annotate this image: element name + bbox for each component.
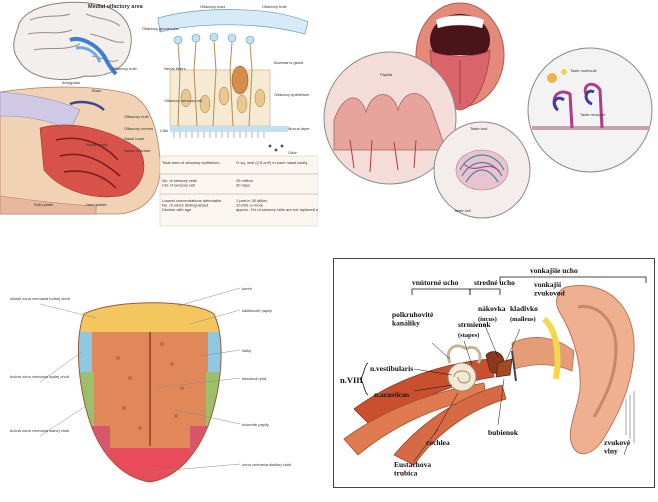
label-mucus-layer: Mucus layer: [288, 126, 310, 131]
label-eardrum: bubienok: [488, 428, 519, 437]
tongue-figure: [78, 302, 222, 482]
label-olfactory-bulb-mid: Olfactory bulb: [124, 114, 149, 119]
label-taste-molecule: Taste molecule: [570, 68, 597, 73]
label-hard-palate: Hard palate: [86, 202, 107, 207]
label-stapes-latin: (stapes): [458, 332, 479, 339]
olfaction-facts-table: Total area of olfactory epithelium ½ sq.…: [159, 155, 318, 227]
inner-ear-figure: [343, 344, 517, 466]
sound-waves: [625, 391, 635, 443]
label-vallate-papillae: kališkovité papily: [242, 308, 272, 313]
label-olfactory-tract: Olfactory tract: [200, 4, 226, 9]
label-n-acusticus: n.acusticus: [374, 390, 409, 399]
smell-panel: Medial olfactory area Amygdala Olfactory…: [0, 0, 318, 228]
papillae-circle: Papilla: [323, 51, 457, 185]
label-olfactory-nerves: Olfactory nerves: [124, 126, 153, 131]
label-olfactory-epithelium: Olfactory epithelium: [274, 92, 310, 97]
label-receptor: Taste receptor: [580, 112, 606, 117]
label-taste-cell: Taste cell: [454, 208, 471, 213]
nose-section-figure: [0, 86, 161, 215]
brain-figure: [13, 1, 132, 80]
ear-panel: vonkajšie ucho vnútorné ucho stredné uch…: [333, 258, 655, 488]
table-row-1-value: ½ sq. inch (2.5 cm²) in each nasal cavit…: [236, 160, 307, 165]
label-n-vestibularis: n.vestibularis: [370, 364, 413, 373]
label-olfactory-bulb-right: Olfactory bulb: [262, 4, 287, 9]
label-papilla: Papilla: [380, 72, 393, 77]
smell-illustration: Medial olfactory area Amygdala Olfactory…: [0, 1, 318, 227]
label-olfactory-glomerulus: Olfactory glomerulus: [142, 26, 179, 31]
label-incus: nákovka: [478, 304, 506, 313]
taste-detail-panel: Papilla Taste bud Taste cell Taste molec…: [320, 0, 658, 230]
label-nerve-fibers: Nerve fibers: [164, 66, 186, 71]
label-malleus-latin: (malleus): [510, 316, 536, 323]
label-bowmans-gland: Bowman's gland: [274, 60, 303, 65]
label-foliate: lístky: [242, 348, 251, 353]
label-odor: Odor: [288, 150, 298, 155]
label-bitter-zone: oblasť zóna vnímania horkej chuti: [10, 296, 70, 301]
label-soft-palate: Soft palate: [34, 202, 54, 207]
taste-illustration: Papilla Taste bud Taste cell Taste molec…: [323, 2, 653, 219]
ear-diagram: vonkajšie ucho vnútorné ucho stredné uch…: [340, 266, 647, 478]
label-olfactory-sensory-cell: Olfactory sensory cell: [164, 98, 202, 103]
label-outer-ear: vonkajšie ucho: [530, 266, 578, 275]
label-brain: Brain: [92, 88, 101, 93]
epithelium-figure: [157, 9, 309, 152]
label-taste-bud: Taste bud: [470, 126, 487, 131]
label-stapes: strmienok: [458, 320, 491, 329]
label-sweet-zone: zóna vnímania sladkej chuti: [242, 462, 291, 467]
outer-ear-figure: [511, 285, 635, 455]
receptor-circle: Taste molecule Taste receptor: [527, 47, 653, 173]
label-olfactory-bulb-top: Olfactory bulb: [112, 66, 137, 71]
label-fungiform-papillae: hubovité papily: [242, 422, 269, 427]
table-row-1-label: Total area of olfactory epithelium: [162, 160, 220, 165]
label-amygdala: Amygdala: [62, 80, 81, 85]
label-sour-zone: bočná zóna vnímania kyslej chuti: [10, 374, 69, 379]
label-middle-ear: stredné ucho: [474, 278, 515, 287]
label-cochlea: cochlea: [426, 438, 450, 447]
label-nasal-cavity: Nasal cavity: [86, 142, 108, 147]
label-median-sulcus: stredová ryha: [242, 376, 267, 381]
label-malleus: kladivko: [510, 304, 538, 313]
label-incus-latin: (incus): [478, 316, 497, 323]
tongue-map: oblasť zóna vnímania horkej chuti bočná …: [10, 286, 291, 483]
label-nasal-bone: Nasal bone: [124, 136, 145, 141]
label-cilia: Cilia: [160, 128, 169, 133]
section-brackets: [411, 276, 647, 295]
taste-bud-circle: Taste bud Taste cell: [433, 121, 531, 219]
label-n-viii: n.VIII: [340, 375, 364, 385]
label-salty-zone: bočná zóna vnímania slanej chuti: [10, 428, 69, 433]
label-nasal-conchae: Nasal conchae: [124, 148, 151, 153]
label-inner-ear: vnútorné ucho: [412, 278, 459, 287]
label-root: koreň: [242, 286, 252, 291]
tongue-panel: oblasť zóna vnímania horkej chuti bočná …: [0, 278, 318, 502]
smell-title: Medial olfactory area: [88, 4, 144, 10]
